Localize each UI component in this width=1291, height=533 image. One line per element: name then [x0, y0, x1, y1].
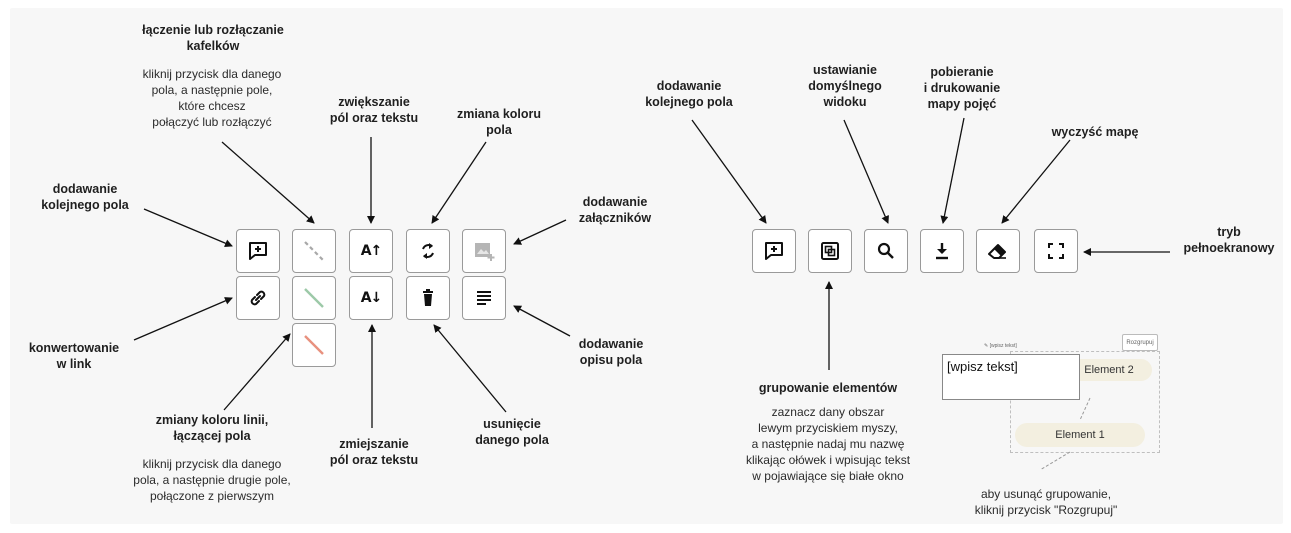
description-label: dodawanie opisu pola: [578, 337, 644, 367]
line-color-red-button[interactable]: [292, 323, 336, 367]
merge-tiles-description: kliknij przycisk dla danego pola, a nast…: [142, 67, 282, 129]
add-field-button-right[interactable]: [752, 229, 796, 273]
delete-field-button[interactable]: [406, 276, 450, 320]
link-icon: [250, 290, 266, 306]
convert-link-label: konwertowanie w link: [28, 341, 120, 371]
grouping-description: zaznacz dany obszar lewym przyciskiem my…: [745, 405, 911, 483]
group-elements-button[interactable]: [808, 229, 852, 273]
change-color-label: zmiana koloru pola: [456, 107, 542, 137]
red-line-icon: [304, 335, 324, 355]
group-name-label[interactable]: ✎ [wpisz tekst]: [984, 343, 1017, 349]
fullscreen-button[interactable]: [1034, 229, 1078, 273]
fullscreen-icon: [1048, 243, 1064, 259]
clear-map-button[interactable]: [976, 229, 1020, 273]
add-description-button[interactable]: [462, 276, 506, 320]
grouping-title: grupowanie elementów: [758, 381, 898, 395]
download-button[interactable]: [920, 229, 964, 273]
line-color-title: zmiany koloru linii, łączącej pola: [155, 413, 269, 443]
increase-label: zwiększanie pól oraz tekstu: [329, 95, 419, 125]
line-color-description: kliknij przycisk dla danego pola, a nast…: [133, 457, 291, 503]
decrease-size-button[interactable]: A↓: [349, 276, 393, 320]
add-field-label-right: dodawanie kolejnego pola: [645, 79, 733, 109]
add-comment-icon: [249, 242, 267, 260]
increase-size-button[interactable]: A↑: [349, 229, 393, 273]
element-1-label: Element 1: [1055, 429, 1105, 441]
line-style-gray-button[interactable]: [292, 229, 336, 273]
add-field-label-left: dodawanie kolejnego pola: [41, 182, 129, 212]
decrease-label: zmiejszanie pól oraz tekstu: [329, 437, 419, 467]
add-image-icon: [475, 243, 495, 261]
swap-arrows-icon: [422, 243, 434, 259]
dashed-line-icon: [304, 241, 324, 261]
ungroup-button[interactable]: Rozgrupuj: [1122, 334, 1158, 351]
convert-link-button[interactable]: [236, 276, 280, 320]
ungroup-description: aby usunąć grupowanie, kliknij przycisk …: [974, 487, 1118, 517]
group-icon: [821, 242, 839, 260]
element-1-node[interactable]: Element 1: [1015, 423, 1145, 447]
change-color-button[interactable]: [406, 229, 450, 273]
download-icon: [936, 243, 948, 260]
trash-icon: [423, 289, 433, 306]
text-lines-icon: [477, 291, 491, 305]
font-decrease-icon: A↓: [360, 290, 383, 306]
font-increase-icon: A↑: [360, 243, 383, 259]
merge-tiles-title: łączenie lub rozłączanie kafelków: [142, 23, 284, 53]
eraser-icon: [988, 244, 1006, 259]
green-line-icon: [304, 288, 324, 308]
group-selection-area: [1010, 351, 1160, 453]
download-print-label: pobieranie i drukowanie mapy pojęć: [923, 65, 1001, 111]
line-color-green-button[interactable]: [292, 276, 336, 320]
search-icon: [877, 242, 894, 259]
add-comment-icon: [765, 242, 783, 260]
add-field-button-left[interactable]: [236, 229, 280, 273]
default-view-button[interactable]: [864, 229, 908, 273]
default-view-label: ustawianie domyślnego widoku: [808, 63, 882, 109]
delete-label: usunięcie danego pola: [475, 417, 549, 447]
fullscreen-label: tryb pełnoekranowy: [1183, 225, 1275, 255]
attachments-label: dodawanie załączników: [578, 195, 652, 225]
clear-map-label: wyczyść mapę: [1051, 125, 1139, 139]
element-2-label: Element 2: [1084, 364, 1134, 376]
group-name-textarea[interactable]: [wpisz tekst]: [942, 354, 1080, 400]
add-attachment-button[interactable]: [462, 229, 506, 273]
